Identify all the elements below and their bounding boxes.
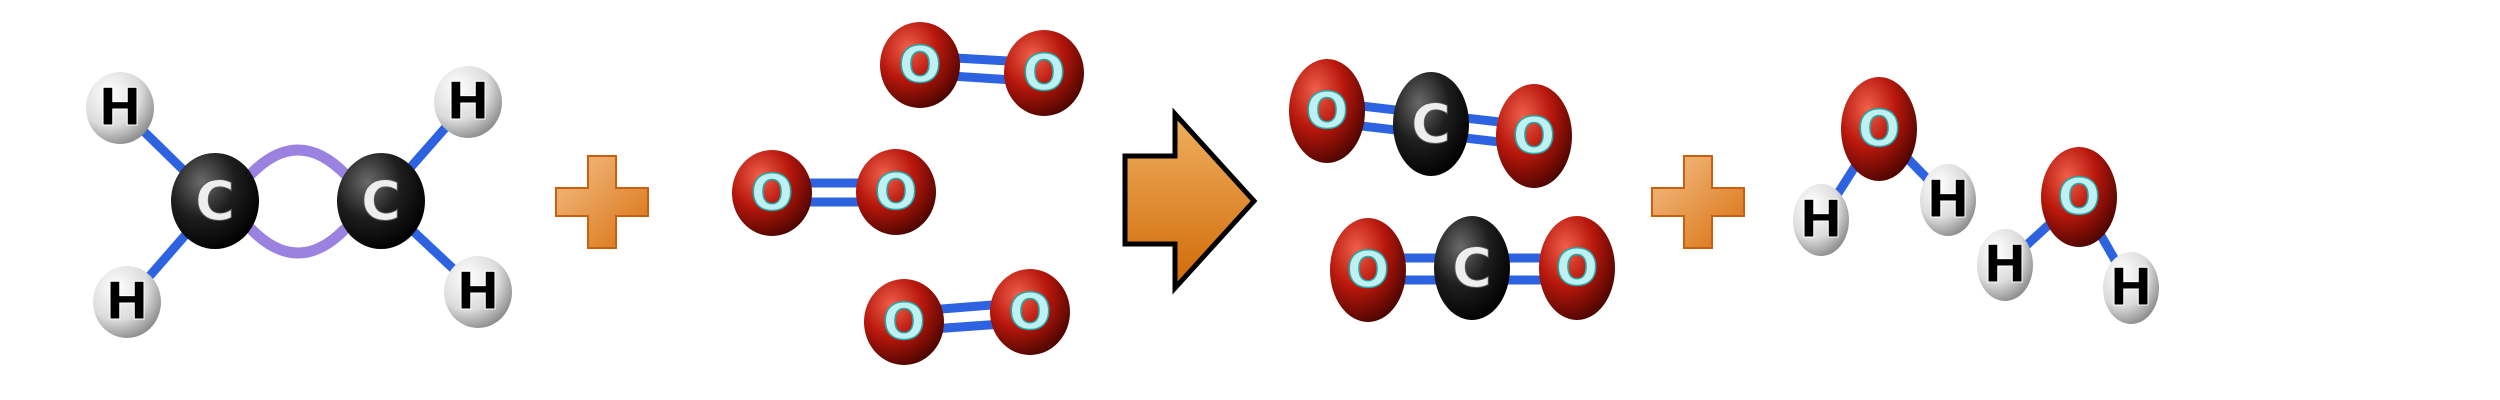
oxygen-atom: O	[1330, 218, 1406, 322]
hydrogen-atom: H	[1920, 164, 1976, 236]
svg-text:H: H	[105, 272, 149, 332]
oxygen-atom: O	[864, 279, 944, 365]
svg-text:H: H	[98, 78, 142, 138]
svg-text:O: O	[2058, 168, 2101, 226]
hydrogen-atom: H	[434, 66, 502, 138]
svg-text:H: H	[2109, 258, 2153, 318]
svg-text:O: O	[1556, 239, 1599, 297]
oxygen-molecule: O O	[732, 149, 936, 236]
svg-text:C: C	[1452, 237, 1492, 300]
svg-text:H: H	[1926, 170, 1970, 230]
carbon-atom: C	[171, 153, 259, 249]
oxygen-atom: O	[856, 149, 936, 235]
oxygen-atom: O	[1496, 84, 1572, 188]
carbon-dioxide-molecule: O C O	[1289, 59, 1572, 188]
svg-text:O: O	[1347, 241, 1390, 299]
oxygen-atom: O	[1841, 77, 1917, 181]
hydrogen-atom: H	[1977, 229, 2033, 301]
hydrogen-atom: H	[86, 72, 154, 144]
svg-text:O: O	[883, 293, 926, 351]
hydrogen-atom: H	[1793, 184, 1849, 256]
oxygen-molecule: O O	[864, 269, 1070, 365]
oxygen-atom: O	[990, 269, 1070, 355]
svg-text:O: O	[1513, 107, 1556, 165]
ethylene-molecule: H H C C H H	[86, 66, 512, 338]
svg-text:O: O	[899, 36, 942, 94]
oxygen-molecule: O O	[880, 22, 1084, 116]
carbon-dioxide-molecule: O C O	[1330, 216, 1615, 322]
oxygen-atom: O	[1004, 30, 1084, 116]
right-arrow-icon	[1122, 107, 1258, 295]
oxygen-atom: O	[2041, 147, 2117, 247]
hydrogen-atom: H	[444, 256, 512, 328]
oxygen-atom: O	[880, 22, 960, 108]
svg-text:O: O	[1009, 283, 1052, 341]
svg-text:H: H	[446, 72, 490, 132]
double-bond-bottom	[246, 224, 350, 259]
svg-text:H: H	[456, 262, 500, 322]
plus-icon: +	[555, 155, 649, 249]
svg-text:O: O	[1858, 100, 1901, 158]
oxygen-atom: O	[1289, 59, 1365, 163]
carbon-atom: C	[337, 153, 425, 249]
svg-text:C: C	[361, 170, 401, 233]
svg-text:O: O	[875, 163, 918, 221]
water-molecule: O H H	[1977, 147, 2159, 324]
svg-text:H: H	[1983, 235, 2027, 295]
plus-icon: +	[1651, 155, 1745, 249]
hydrogen-atom: H	[2103, 252, 2159, 324]
svg-text:O: O	[751, 164, 794, 222]
hydrogen-atom: H	[93, 266, 161, 338]
svg-text:O: O	[1023, 44, 1066, 102]
svg-text:C: C	[195, 170, 235, 233]
oxygen-atom: O	[732, 150, 812, 236]
svg-text:O: O	[1306, 82, 1349, 140]
water-molecule: O H H	[1793, 77, 1976, 256]
svg-text:H: H	[1799, 190, 1843, 250]
svg-text:C: C	[1411, 93, 1451, 156]
oxygen-atom: O	[1539, 216, 1615, 320]
carbon-atom: C	[1434, 216, 1510, 320]
double-bond-top	[246, 144, 350, 179]
carbon-atom: C	[1393, 72, 1469, 176]
